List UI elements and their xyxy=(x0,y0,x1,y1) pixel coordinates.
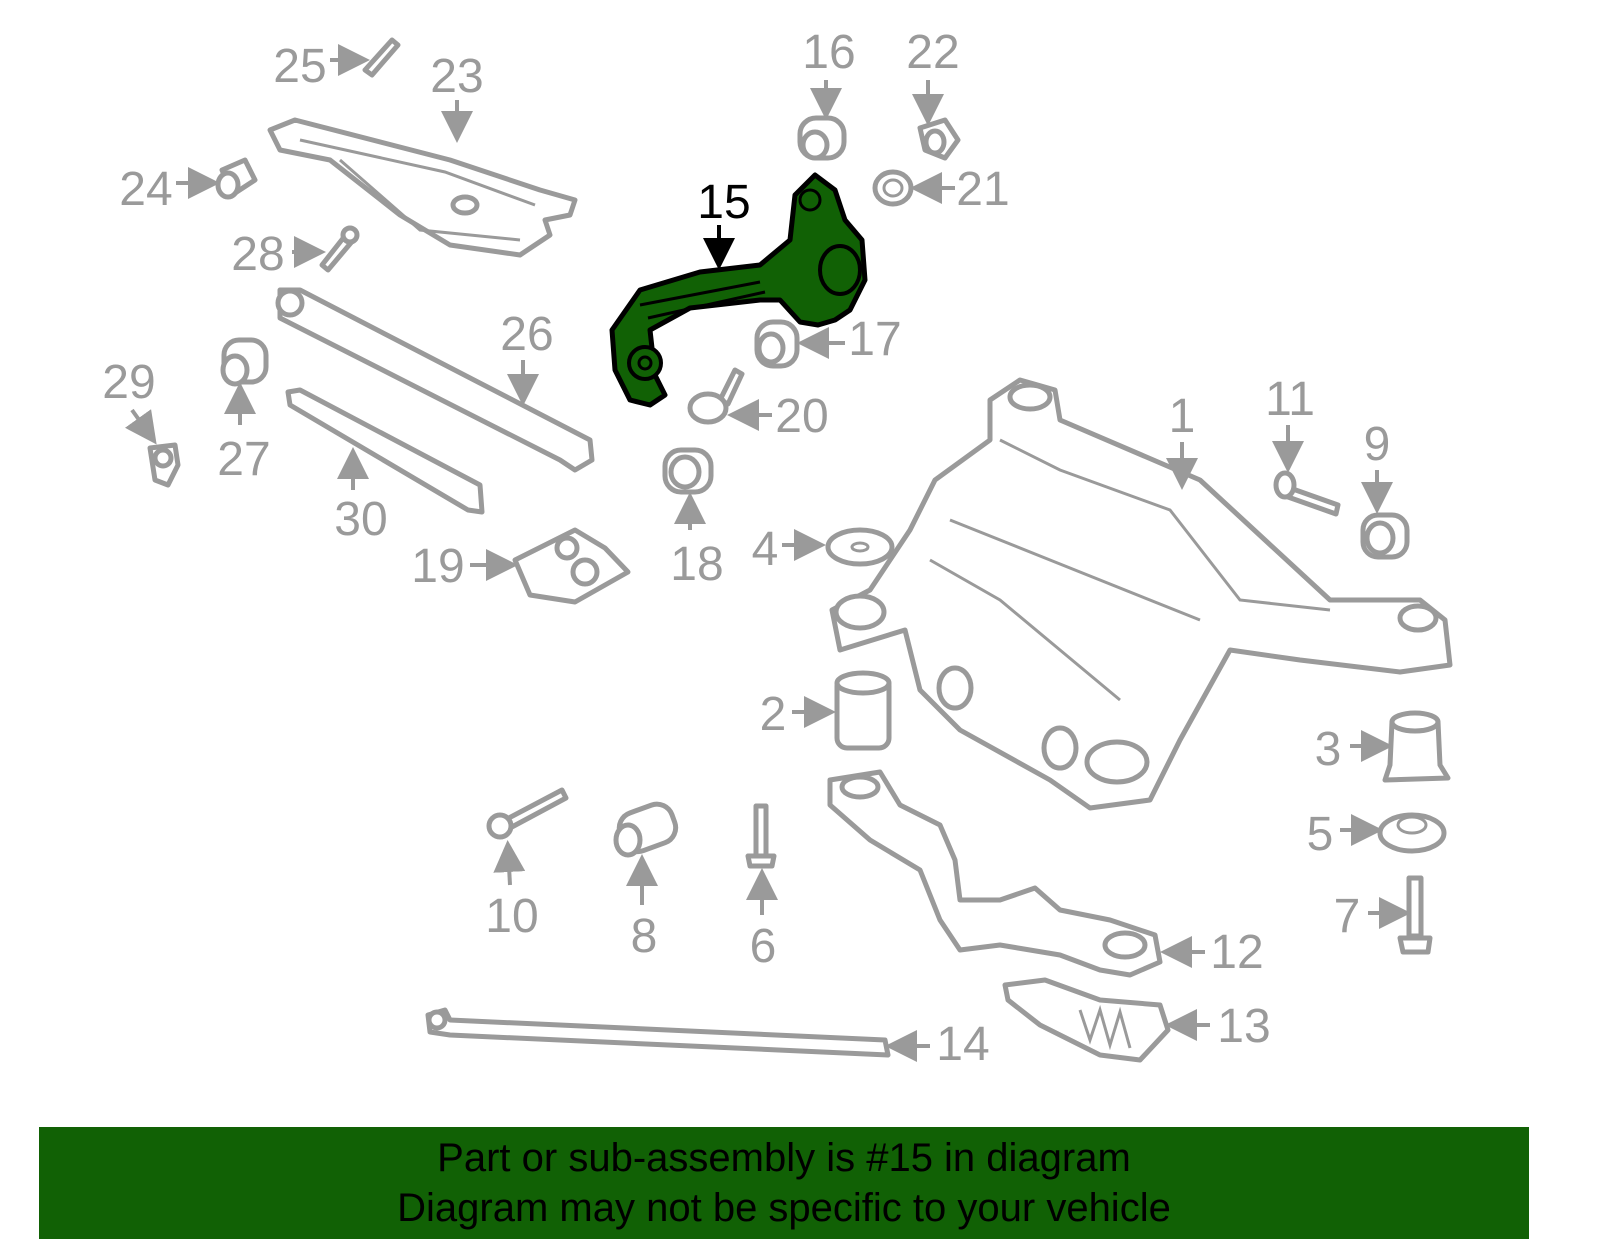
callout-17[interactable]: 17 xyxy=(848,313,901,366)
callout-12[interactable]: 12 xyxy=(1210,926,1263,979)
part-10-bolt[interactable] xyxy=(486,787,569,840)
callout-23[interactable]: 23 xyxy=(430,50,483,103)
part-24-bushing[interactable] xyxy=(215,157,258,200)
callout-27[interactable]: 27 xyxy=(217,433,270,486)
part-1-subframe[interactable] xyxy=(829,377,1453,811)
callout-26[interactable]: 26 xyxy=(500,308,553,361)
part-6-bolt[interactable] xyxy=(745,803,777,869)
callout-29[interactable]: 29 xyxy=(102,356,155,409)
part-16-bushing[interactable] xyxy=(797,115,847,161)
part-25-bolt[interactable] xyxy=(362,37,401,78)
callout-24[interactable]: 24 xyxy=(119,163,172,216)
callout-19[interactable]: 19 xyxy=(411,540,464,593)
callout-1[interactable]: 1 xyxy=(1169,390,1196,443)
part-18-bushing[interactable] xyxy=(662,447,714,495)
callout-16[interactable]: 16 xyxy=(802,26,855,79)
part-21-washer[interactable] xyxy=(872,169,914,207)
callout-14[interactable]: 14 xyxy=(936,1018,989,1071)
part-17-bushing[interactable] xyxy=(754,319,800,369)
part-29-nut[interactable] xyxy=(147,442,181,488)
part-30-trim-panel[interactable] xyxy=(285,387,485,515)
callout-6[interactable]: 6 xyxy=(750,920,777,973)
callout-15-highlighted[interactable]: 15 xyxy=(697,176,750,229)
part-27-bushing[interactable] xyxy=(220,337,269,387)
callout-3[interactable]: 3 xyxy=(1315,723,1342,776)
part-9-bushing[interactable] xyxy=(1360,512,1410,560)
part-3-mount[interactable] xyxy=(1382,710,1451,783)
callout-25[interactable]: 25 xyxy=(273,40,326,93)
callout-10[interactable]: 10 xyxy=(485,890,538,943)
part-15-trailing-arm-highlighted[interactable] xyxy=(609,172,868,408)
callout-2[interactable]: 2 xyxy=(760,688,787,741)
info-banner: Part or sub-assembly is #15 in diagram D… xyxy=(39,1127,1529,1239)
callout-5[interactable]: 5 xyxy=(1307,808,1334,861)
part-22-nut[interactable] xyxy=(917,117,961,161)
callout-9[interactable]: 9 xyxy=(1364,418,1391,471)
part-5-washer[interactable] xyxy=(1377,812,1447,854)
part-26-lateral-link[interactable] xyxy=(275,287,595,473)
part-14-tie-rod[interactable] xyxy=(425,1007,891,1058)
part-2-bushing[interactable] xyxy=(834,670,892,751)
part-12-brace[interactable] xyxy=(827,769,1163,978)
callout-28[interactable]: 28 xyxy=(231,228,284,281)
part-19-bracket[interactable] xyxy=(512,527,631,605)
callout-22[interactable]: 22 xyxy=(906,26,959,79)
part-8-bushing[interactable] xyxy=(613,800,680,858)
callout-21[interactable]: 21 xyxy=(956,163,1009,216)
part-20-bolt[interactable] xyxy=(687,367,745,425)
banner-line-2: Diagram may not be specific to your vehi… xyxy=(397,1186,1171,1230)
callout-4[interactable]: 4 xyxy=(752,523,779,576)
part-4-washer[interactable] xyxy=(825,527,895,567)
part-7-bolt[interactable] xyxy=(1397,875,1433,955)
callout-11[interactable]: 11 xyxy=(1265,373,1315,426)
part-11-bolt[interactable] xyxy=(1273,470,1341,517)
callout-18[interactable]: 18 xyxy=(670,538,723,591)
callout-7[interactable]: 7 xyxy=(1334,890,1361,943)
banner-line-1: Part or sub-assembly is #15 in diagram xyxy=(437,1136,1131,1180)
callout-arrows xyxy=(125,44,1411,1062)
part-23-upper-control-arm[interactable] xyxy=(267,117,578,258)
callout-30[interactable]: 30 xyxy=(334,493,387,546)
part-13-shield[interactable] xyxy=(1002,977,1171,1063)
part-28-bolt[interactable] xyxy=(319,225,360,273)
callout-13[interactable]: 13 xyxy=(1217,1000,1270,1053)
callout-8[interactable]: 8 xyxy=(631,910,658,963)
callout-20[interactable]: 20 xyxy=(775,390,828,443)
